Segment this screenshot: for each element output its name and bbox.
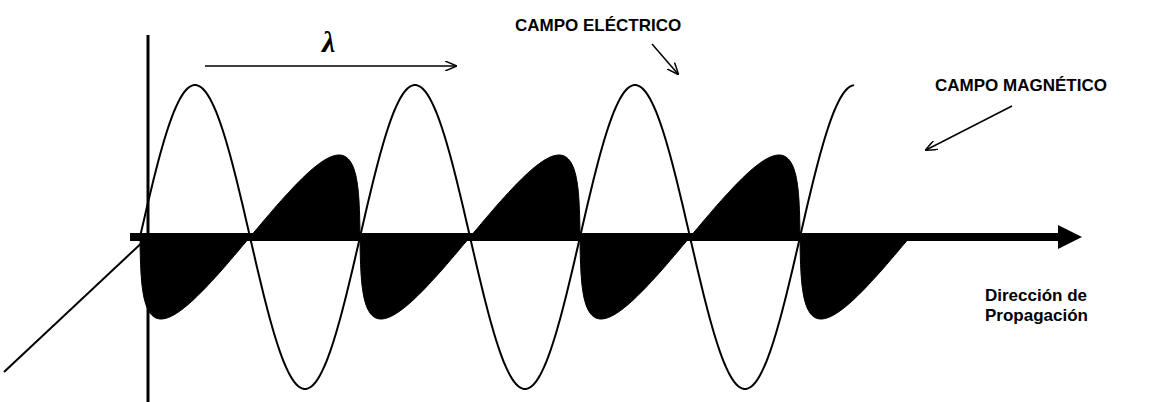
leader-arrow	[926, 106, 1012, 150]
vertical-axis	[147, 35, 150, 402]
leader-arrow	[652, 44, 678, 74]
magnetic-lobe	[140, 237, 250, 319]
field-label: CAMPO ELÉCTRICO	[515, 16, 681, 36]
magnetic-lobe	[470, 155, 580, 237]
axis-label: Dirección de Propagación	[985, 286, 1105, 327]
wavelength-symbol: λ	[322, 24, 335, 60]
propagation-axis	[130, 233, 1060, 241]
depth-axis	[4, 237, 148, 372]
axis-arrow-head	[1058, 225, 1082, 249]
magnetic-lobe	[250, 155, 360, 237]
wavelength-arrow	[205, 65, 456, 67]
field-label: CAMPO MAGNÉTICO	[935, 76, 1107, 96]
electric-field-wave	[140, 85, 854, 389]
magnetic-lobe	[580, 237, 690, 319]
magnetic-lobe	[800, 237, 910, 319]
magnetic-lobe	[690, 155, 800, 237]
magnetic-lobe	[360, 237, 470, 319]
